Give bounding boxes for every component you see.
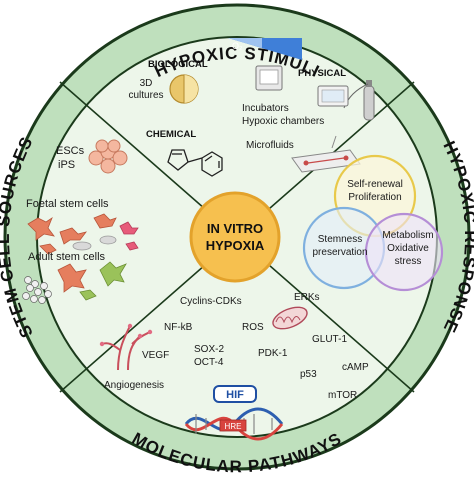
label-microfluids: Microfluids — [246, 140, 294, 151]
svg-text:HRE: HRE — [225, 422, 242, 431]
label-nfkb: NF-kB — [164, 322, 193, 333]
center-circle — [189, 191, 281, 283]
dna-helix-icon: HRE — [184, 407, 284, 441]
svg-text:HIF: HIF — [226, 389, 244, 401]
label-biological: BIOLOGICAL — [148, 59, 208, 70]
label-metabolism: Metabolism — [382, 230, 433, 241]
spheroid-icon — [169, 74, 199, 104]
label-3d: 3D — [140, 78, 153, 89]
foetal-cells-icon — [27, 213, 139, 255]
label-cultures: cultures — [128, 90, 163, 101]
label-preservation: preservation — [312, 247, 367, 258]
label-ips: iPS — [58, 159, 75, 171]
label-adult-stem-cells: Adult stem cells — [28, 251, 106, 263]
venn-circle-metabolism — [364, 212, 444, 292]
label-camp: cAMP — [342, 362, 369, 373]
label-erks: ERKs — [294, 292, 320, 303]
adult-cells-icon — [22, 261, 127, 304]
hypoxic-chamber-icon — [317, 85, 349, 107]
label-mtor: mTOR — [328, 390, 357, 401]
label-oct4: OCT-4 — [194, 357, 224, 368]
label-cyclins-cdks: Cyclins-CDKs — [180, 296, 242, 307]
label-stemness: Stemness — [318, 234, 362, 245]
label-p53: p53 — [300, 369, 317, 380]
label-sox2: SOX-2 — [194, 344, 224, 355]
angiogenesis-dots — [99, 323, 153, 347]
chemical-structure-icon — [167, 149, 223, 177]
label-pdk1: PDK-1 — [258, 348, 288, 359]
label-proliferation: Proliferation — [348, 192, 401, 203]
svg-text:O₂: O₂ — [232, 41, 243, 51]
label-chemical: CHEMICAL — [146, 129, 196, 140]
venn-diagram — [302, 154, 444, 292]
label-glut1: GLUT-1 — [312, 334, 347, 345]
label-incubators: Incubators — [242, 103, 289, 114]
center-title-line2: HYPOXIA — [206, 238, 265, 253]
center-title-line1: IN VITRO — [207, 221, 263, 236]
incubator-icon — [255, 65, 283, 91]
hif-box: HIF — [213, 385, 257, 403]
label-self-renewal: Self-renewal — [347, 179, 403, 190]
label-ros: ROS — [242, 322, 264, 333]
o2-gradient-icon: O₂ — [228, 38, 302, 60]
label-oxidative: Oxidative — [387, 243, 429, 254]
label-foetal-stem-cells: Foetal stem cells — [26, 198, 109, 210]
label-angiogenesis: Angiogenesis — [104, 380, 164, 391]
embryonic-cells-icon — [88, 139, 128, 174]
label-escs: ESCs — [56, 145, 85, 157]
label-stress: stress — [395, 256, 422, 267]
label-hypoxic-chambers: Hypoxic chambers — [242, 116, 324, 127]
label-physical: PHYSICAL — [298, 68, 346, 79]
label-vegf: VEGF — [142, 350, 169, 361]
mitochondria-icon — [272, 306, 308, 330]
